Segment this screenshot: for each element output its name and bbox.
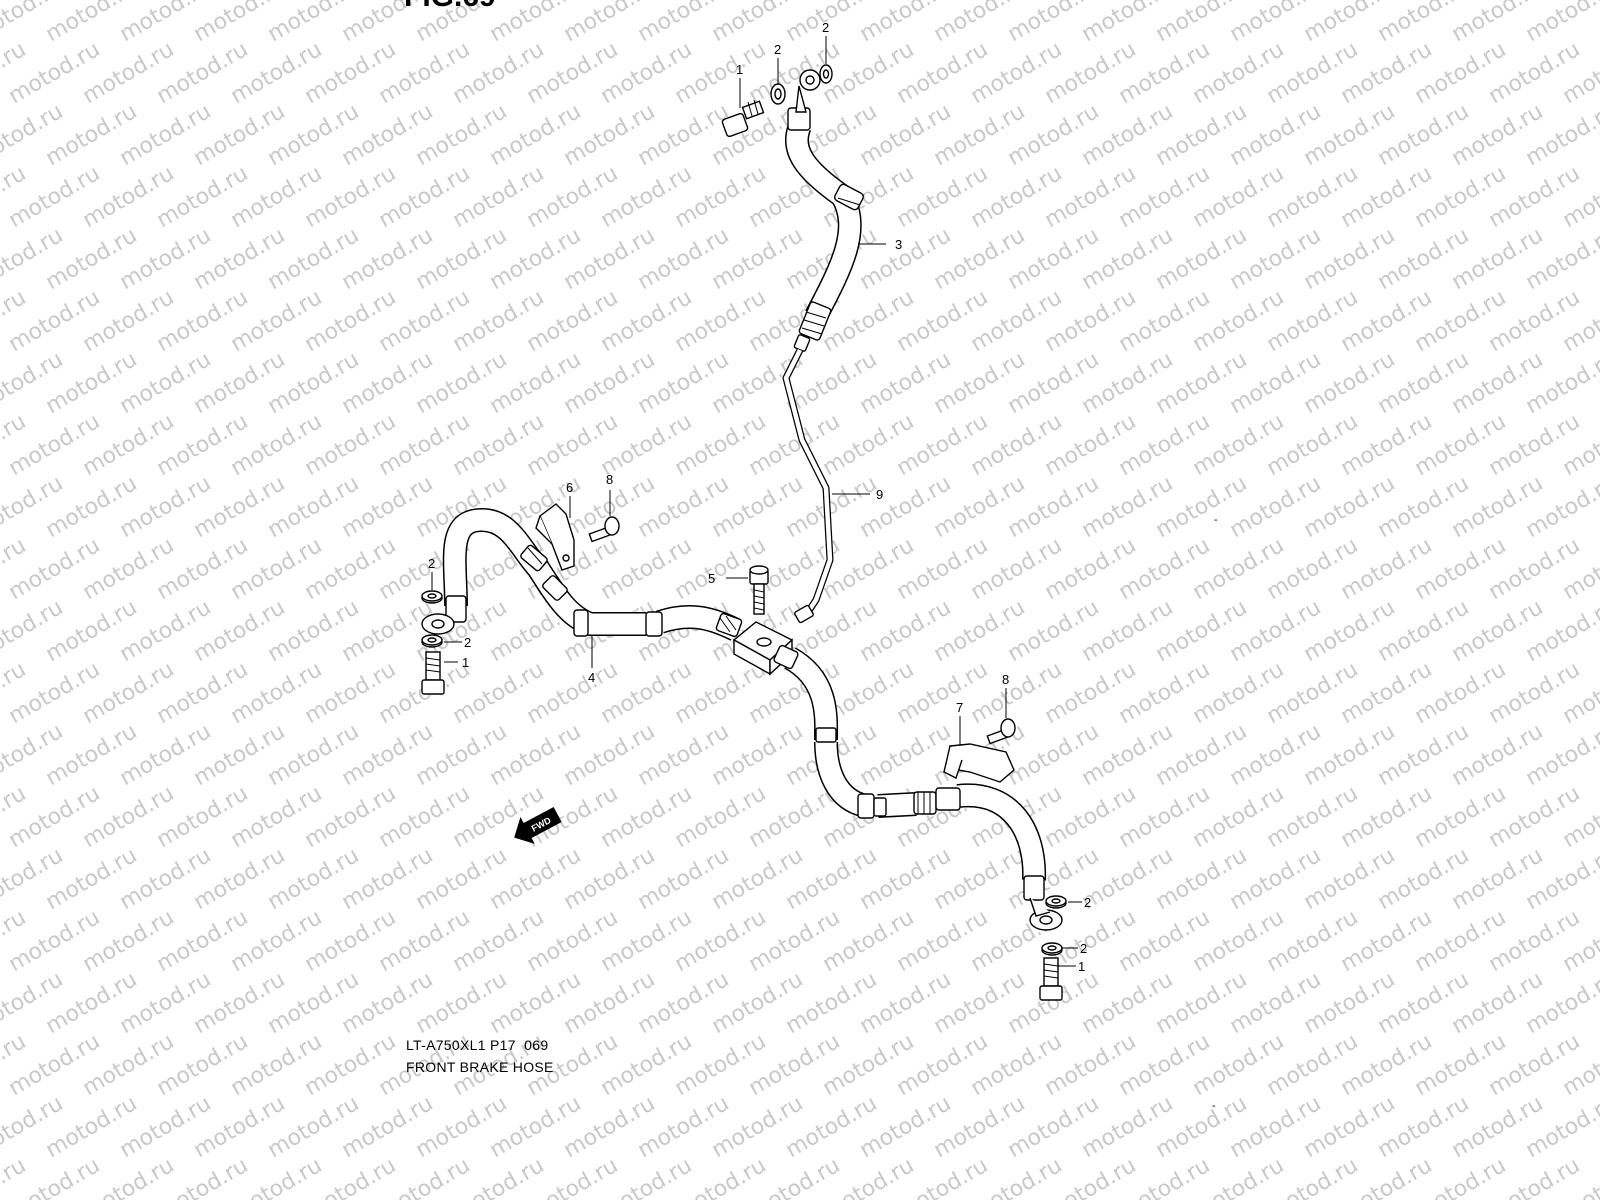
bolt-8-right <box>986 718 1016 745</box>
callout-1-right: 1 <box>1078 959 1085 974</box>
drawing-code: LT-A750XL1 P17 069 <box>406 1037 549 1053</box>
fwd-arrow: FWD <box>514 806 562 844</box>
right-gasket-lower <box>1041 942 1063 956</box>
callout-8-right: 8 <box>1002 672 1009 687</box>
callout-1-top: 1 <box>736 62 743 77</box>
right-union-bolt <box>1039 957 1063 1001</box>
left-gasket-lower <box>421 634 443 648</box>
left-gasket-upper <box>421 590 443 604</box>
left-banjo-fitting <box>421 595 467 635</box>
callout-2-right-upper: 2 <box>1084 895 1091 910</box>
hose-end-fitting-upper <box>793 301 832 352</box>
callout-2-left-upper: 2 <box>428 556 435 571</box>
hose-clamp-6 <box>535 503 575 571</box>
callout-8-left: 8 <box>606 472 613 487</box>
callout-2-top-right: 2 <box>822 20 829 35</box>
callout-7: 7 <box>956 700 963 715</box>
watermark-text: motod.ru <box>1596 0 1600 47</box>
bolt-5 <box>749 565 769 615</box>
dash-mark-lower: - <box>1212 1100 1216 1112</box>
callout-2-right-lower: 2 <box>1080 941 1087 956</box>
upper-brake-hose <box>785 69 864 352</box>
drawing-title: FRONT BRAKE HOSE <box>406 1059 554 1075</box>
hose-ring-joint <box>834 183 864 211</box>
left-hose-clamp-fitting <box>520 544 548 572</box>
callout-2-left-lower: 2 <box>464 635 471 650</box>
top-gasket-left <box>770 83 786 105</box>
callout-6: 6 <box>566 480 573 495</box>
dash-mark-upper: - <box>1214 514 1218 526</box>
callout-2-top-left: 2 <box>774 42 781 57</box>
left-hose-mid-fitting <box>542 575 589 637</box>
hose-clamp-7 <box>943 743 1015 783</box>
right-hose-block-fitting <box>773 644 799 670</box>
figure-label: FIG.69 <box>404 0 496 13</box>
right-hose-mid-fitting <box>857 787 961 819</box>
pipe-flare-nut <box>794 604 814 624</box>
left-front-brake-hose <box>421 508 743 641</box>
callout-3: 3 <box>895 237 902 252</box>
right-banjo-fitting <box>1023 875 1063 931</box>
callout-1-left: 1 <box>462 655 469 670</box>
watermark-text: motod.ru <box>1522 0 1600 47</box>
bolt-8-left <box>588 516 620 543</box>
right-front-brake-hose <box>773 644 1063 931</box>
banjo-fitting-top <box>787 69 821 131</box>
left-union-bolt <box>421 651 445 695</box>
callout-9: 9 <box>876 487 883 502</box>
top-union-bolt <box>721 99 765 138</box>
top-gasket-right <box>819 64 833 84</box>
callouts: 1 2 2 3 9 6 8 5 2 2 1 4 7 8 2 2 1 <box>428 20 1091 974</box>
brake-pipe <box>782 348 834 624</box>
callout-5: 5 <box>708 571 715 586</box>
right-hose-joint <box>815 727 837 743</box>
callout-4: 4 <box>588 670 595 685</box>
right-gasket-upper <box>1045 895 1067 909</box>
left-hose-block-fitting <box>645 611 743 638</box>
leader-lines <box>431 36 1082 967</box>
